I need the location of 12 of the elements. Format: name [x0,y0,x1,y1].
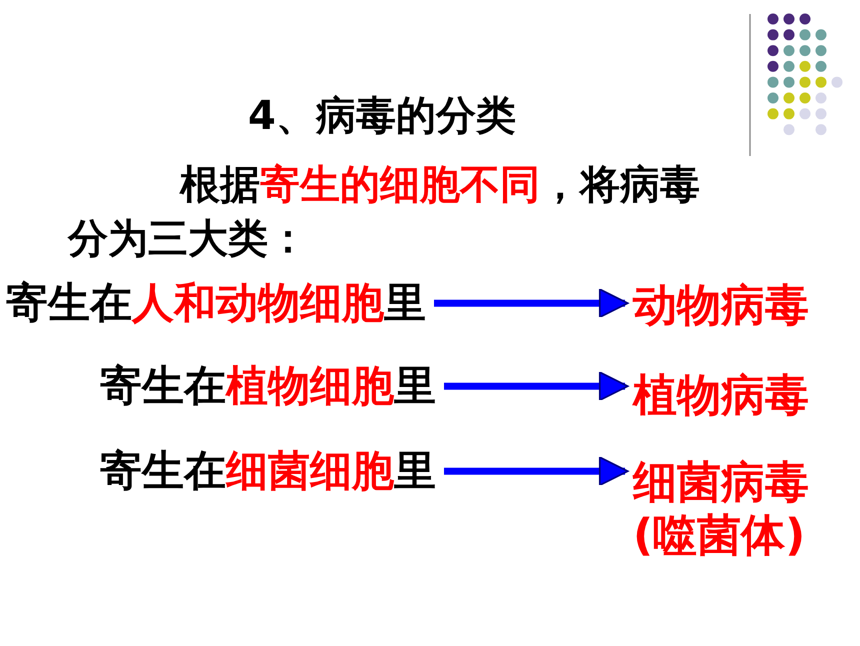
title: 4、病毒的分类 [248,92,516,141]
arrow [444,371,629,402]
virus-type-text: 动物病毒 [633,280,809,333]
virus-type-text: 细菌病毒 [633,457,809,510]
arrow [434,288,629,318]
intro-text: 根据寄生的细胞不同，将病毒分为三大类： [68,161,701,264]
virus-type-text: 植物病毒 [633,370,809,423]
virus-type-text: (噬菌体) [633,510,806,563]
host-cell-text: 寄生在细菌细胞里 [100,446,436,496]
host-cell-text: 寄生在人和动物细胞里 [6,278,426,328]
arrow [444,456,629,486]
host-cell-text: 寄生在植物细胞里 [100,361,436,412]
